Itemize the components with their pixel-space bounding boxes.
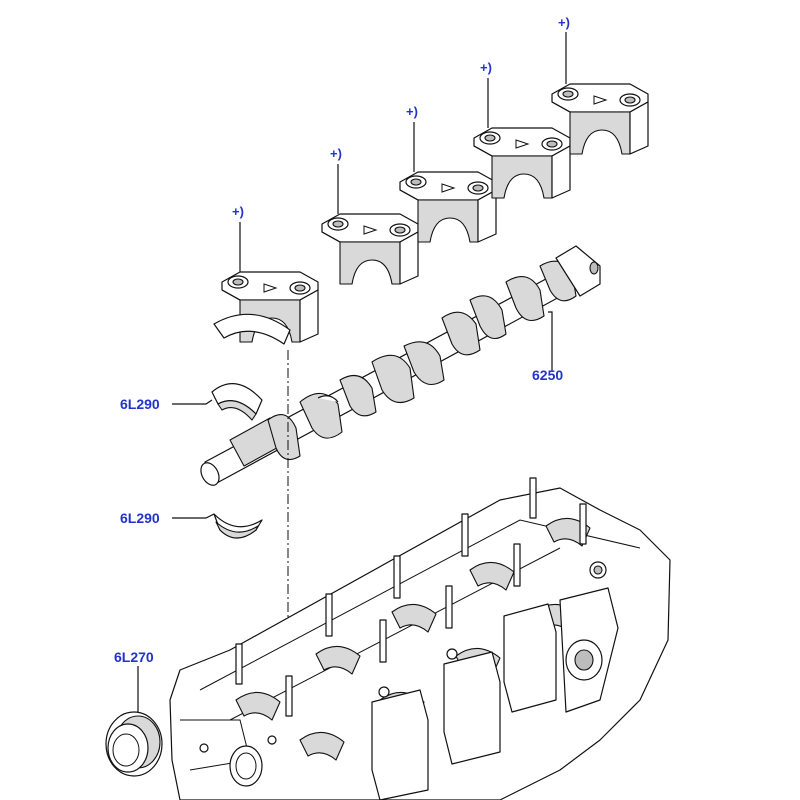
callout-bearing-lower: 6L290 — [120, 510, 215, 526]
cap-mark-2: +) — [330, 146, 342, 214]
camshaft — [200, 245, 601, 486]
cap-mark-3: +) — [406, 104, 418, 172]
bearing-shell-upper — [211, 383, 263, 421]
cap-mark-4: +) — [480, 60, 492, 128]
cap-mark-1: +) — [232, 204, 244, 272]
bearing-cap-2 — [321, 213, 419, 285]
svg-text:+): +) — [330, 146, 342, 161]
bearing-cap-1 — [213, 271, 319, 345]
svg-text:6L290: 6L290 — [120, 396, 160, 412]
svg-text:+): +) — [558, 15, 570, 30]
bearing-shell-lower — [213, 513, 263, 539]
callout-oil-seal: 6L270 — [114, 649, 154, 712]
svg-text:+): +) — [406, 104, 418, 119]
svg-text:+): +) — [232, 204, 244, 219]
svg-text:6L290: 6L290 — [120, 510, 160, 526]
oil-seal — [105, 711, 163, 777]
callout-bearing-upper: 6L290 — [120, 396, 213, 412]
callout-camshaft: 6250 — [532, 311, 563, 383]
svg-text:6250: 6250 — [532, 367, 563, 383]
cap-mark-5: +) — [558, 15, 570, 84]
svg-text:6L270: 6L270 — [114, 649, 154, 665]
cylinder-head — [169, 477, 671, 800]
svg-text:+): +) — [480, 60, 492, 75]
